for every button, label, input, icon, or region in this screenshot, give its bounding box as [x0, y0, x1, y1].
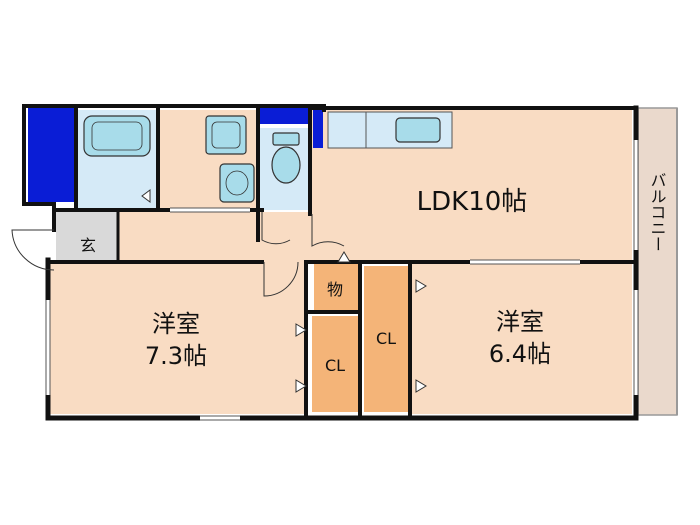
washing-machine-drum [225, 170, 249, 196]
western-room-1-area [50, 262, 306, 414]
bathtub-icon [83, 115, 151, 157]
window-frames [45, 140, 639, 421]
toilet-bowl-icon [271, 146, 301, 184]
closet-1-label: CL [325, 356, 345, 375]
toilet-tank-icon [272, 132, 300, 146]
closet-2-area [364, 266, 408, 412]
room1-door-swing [263, 261, 299, 297]
kitchen-sink-icon [395, 117, 441, 143]
ldk-label: LDK10帖 [417, 187, 528, 217]
western-room-2-size: 6.4帖 [489, 340, 551, 368]
pipe-space-3 [313, 110, 323, 148]
toilet-door-swing [311, 214, 345, 247]
entrance-area [56, 210, 118, 262]
storage-label: 物 [327, 280, 343, 299]
wash-basin-inner [211, 121, 241, 149]
western-room-2-area [410, 264, 632, 414]
balcony-area [637, 107, 678, 416]
pipe-space-1 [28, 108, 76, 202]
western-room-1-size: 7.3帖 [145, 342, 207, 370]
western-room-2-name: 洋室 [496, 308, 544, 336]
bathtub-inner [91, 121, 143, 151]
wash-basin-icon [205, 115, 247, 155]
hallway-area [118, 212, 314, 262]
washing-machine-icon [219, 163, 255, 203]
closet-1-area [312, 316, 358, 412]
entrance-label: 玄 [80, 236, 96, 255]
entrance-door-swing [11, 229, 55, 271]
closet-door-markers [141, 189, 427, 393]
windows [46, 140, 638, 420]
western-room-1-name: 洋室 [152, 310, 200, 338]
pipe-space-2 [260, 108, 310, 124]
door-swings [11, 212, 345, 297]
closet-2-label: CL [376, 329, 396, 348]
balcony-label: バルコニー [648, 172, 667, 252]
washroom-door-swing [261, 212, 291, 245]
storage-area [314, 264, 358, 310]
